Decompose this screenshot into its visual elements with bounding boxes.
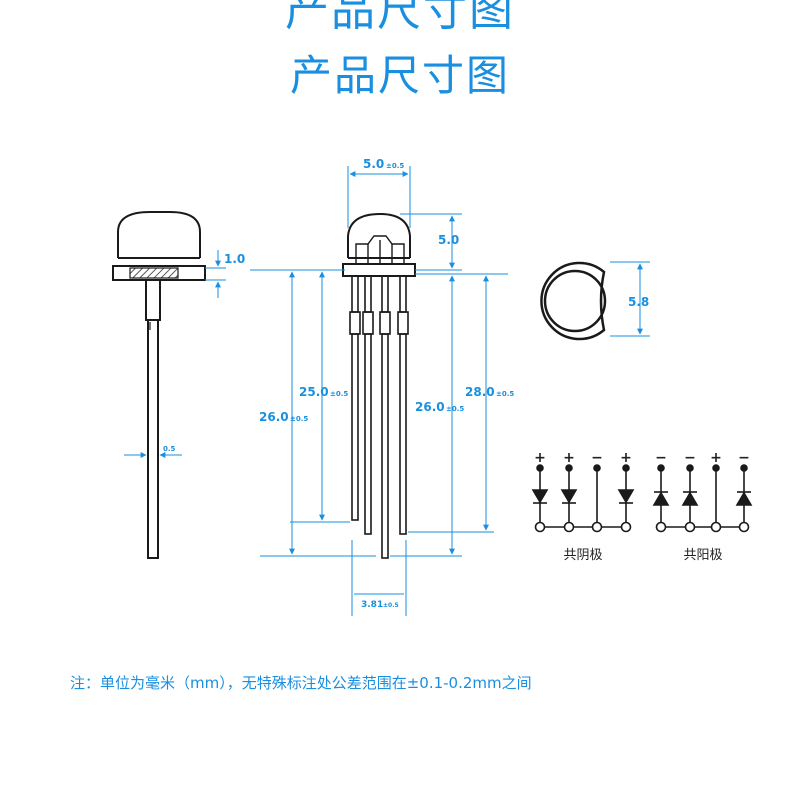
dim-lead-right-outer-tol: ±0.5 (496, 390, 514, 398)
dim-lead-left-outer-tol: ±0.5 (290, 415, 308, 423)
front-view (342, 212, 416, 559)
ca-sign-1: − (655, 450, 667, 466)
label-common-cathode: 共阴极 (563, 548, 602, 563)
unit-note: 注：单位为毫米（mm），无特殊标注处公差范围在±0.1-0.2mm之间 (70, 674, 532, 692)
label-common-anode: 共阳极 (683, 548, 722, 563)
dim-top-diameter: 5.8 (628, 295, 649, 309)
dim-flange-thickness: 1.0 (224, 252, 245, 266)
dim-pin-pitch-tol: ±0.5 (383, 602, 399, 609)
title-cut-off: 产品尺寸图 (285, 0, 515, 36)
top-outline (540, 261, 606, 341)
cc-sign-3: − (591, 450, 603, 466)
dim-lead-left-inner: 25.0 (299, 385, 329, 399)
lead-2 (364, 333, 372, 535)
lead-3 (381, 333, 389, 559)
dim-lead-diameter: 0.5 (163, 445, 176, 453)
dim-lead-right-inner-tol: ±0.5 (446, 405, 464, 413)
ca-sign-4: − (738, 450, 750, 466)
page-title: 产品尺寸图 (289, 51, 510, 100)
dim-lead-left-outer: 26.0 (259, 410, 289, 424)
cc-sign-2: + (563, 450, 575, 466)
dim-head-width: 5.0 (363, 157, 384, 171)
side-lead (147, 319, 159, 559)
ca-sign-2: − (684, 450, 696, 466)
dim-lead-right-outer: 28.0 (465, 385, 495, 399)
dim-lead-right-inner: 26.0 (415, 400, 445, 414)
dim-head-height: 5.0 (438, 233, 459, 247)
lead-1 (351, 333, 359, 521)
ca-sign-3: + (710, 450, 722, 466)
side-view (112, 211, 206, 559)
front-dome (347, 212, 411, 258)
dim-lead-left-inner-tol: ±0.5 (330, 390, 348, 398)
front-flange (342, 263, 416, 277)
circuit-common-cathode (531, 464, 635, 533)
dim-pin-pitch: 3.81 (361, 600, 383, 610)
circuit-common-anode (652, 464, 753, 533)
led-dome (117, 211, 201, 258)
cc-sign-4: + (620, 450, 632, 466)
top-view (540, 261, 607, 341)
lead-4 (399, 333, 407, 535)
dim-head-width-tol: ±0.5 (386, 162, 404, 170)
cc-sign-1: + (534, 450, 546, 466)
